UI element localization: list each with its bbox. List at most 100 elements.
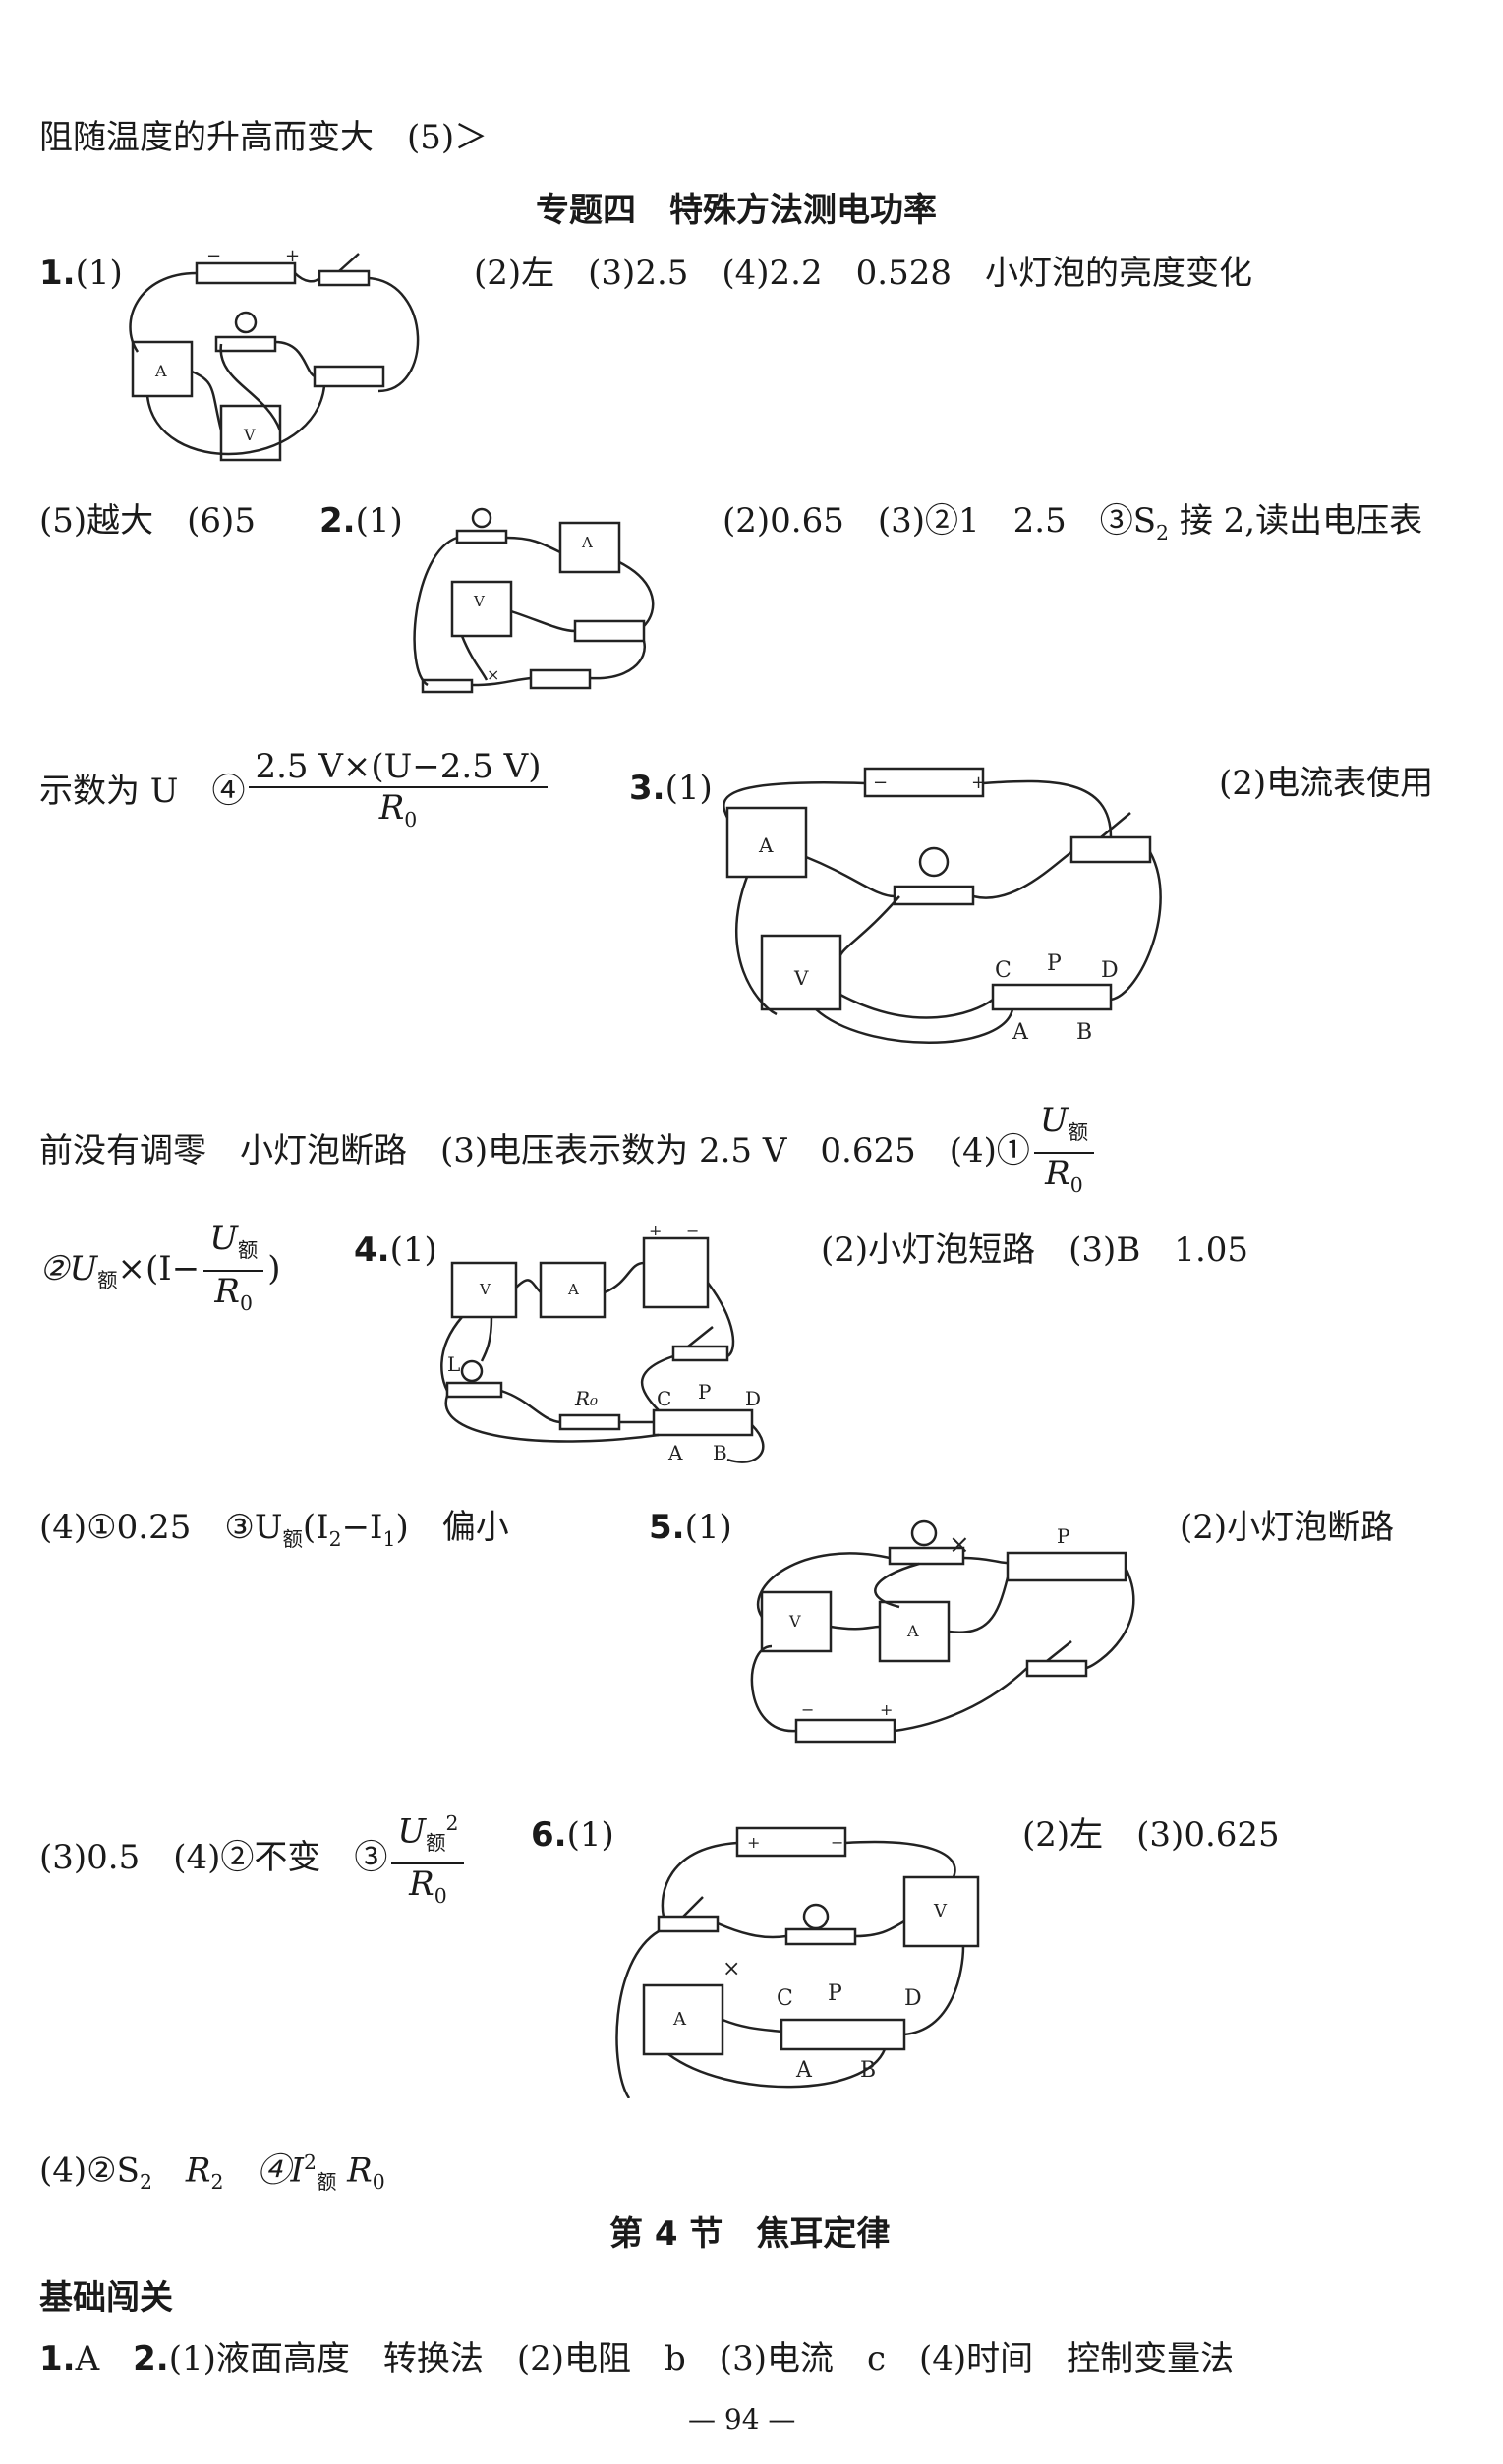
fig6-label-a: A	[795, 2058, 813, 2083]
last-line: 1.A 2.(1)液面高度 转换法 (2)电阻 b (3)电流 c (4)时间 …	[39, 2337, 1234, 2380]
q3-cont2-sub: 额	[97, 1268, 118, 1292]
q6-start: 6.(1)	[531, 1813, 614, 1857]
q2-answers: (2)0.65 (3)②1 2.5 ③S2 接 2,读出电压表	[723, 499, 1422, 554]
q3-start: 3.(1)	[629, 767, 713, 810]
fig5-minus-label: −	[801, 1700, 814, 1719]
q2-fraction: 2.5 V×(U−2.5 V)R0	[249, 747, 548, 839]
last-q2-answers: (1)液面高度 转换法 (2)电阻 b (3)电流 c (4)时间 控制变量法	[168, 2339, 1235, 2378]
fig6-voltmeter-label: V	[933, 1901, 948, 1921]
text-line-1: 阻随温度的升高而变大 (5)＞	[39, 118, 489, 157]
q1-start: 1.(1)	[39, 252, 123, 295]
q2-part1: (1)	[355, 501, 403, 541]
fig3-minus-label: −	[873, 773, 888, 793]
fig4-label-b: B	[713, 1441, 727, 1464]
q6-number: 6.	[531, 1815, 567, 1855]
fig2-cross-mark: ×	[487, 665, 499, 684]
fig5-label-p: P	[1057, 1524, 1069, 1548]
q3-frac1-den: R	[1045, 1153, 1070, 1193]
q6-cont-d: R	[347, 2150, 373, 2191]
fig6-label-d: D	[904, 1986, 922, 2011]
q1-part1: (1)	[75, 254, 123, 293]
q5-frac-den: R	[409, 1864, 434, 1905]
circuit-figure-2: A V ×	[403, 503, 683, 705]
fig6-plus-label: +	[747, 1833, 760, 1852]
q5-frac-den-sub: 0	[434, 1883, 447, 1908]
q3-number: 3.	[629, 769, 665, 808]
circuit-figure-5: × P V A − +	[742, 1509, 1135, 1754]
q6-cont-b-sub: 2	[210, 2170, 224, 2195]
fig5-voltmeter-label: V	[788, 1612, 801, 1631]
q6-continue: (4)②S2 R2 ④I2额 R0	[39, 2141, 385, 2204]
topic-heading: 专题四 特殊方法测电功率	[536, 191, 937, 230]
q2-number: 2.	[319, 501, 356, 541]
q6-cont-c-sup: 2	[303, 2150, 317, 2174]
fig6-cross-mark: ×	[723, 1957, 740, 1981]
q3-answers: (2)电流表使用	[1219, 764, 1434, 803]
q2-answers-b: 接 2,读出电压表	[1169, 501, 1423, 541]
fig3-label-a: A	[1012, 1020, 1029, 1045]
q3-frac2-num-sub: 额	[237, 1237, 259, 1262]
fig3-ammeter-label: A	[758, 833, 774, 857]
q2-answers-sub: 2	[1156, 520, 1170, 544]
fig5-cross-mark: ×	[949, 1530, 970, 1560]
q5-frac-num: U	[397, 1811, 427, 1852]
q2-fraction-den-sub: 0	[404, 807, 418, 831]
q6-cont-sub: 2	[139, 2170, 152, 2195]
q6-cont-b: R	[151, 2150, 211, 2191]
q5-number: 5.	[649, 1508, 685, 1547]
q6-cont-a: (4)②S	[39, 2150, 140, 2191]
circuit-diagram-1: − + A V	[129, 246, 420, 462]
fig6-label-c: C	[777, 1986, 793, 2011]
q3-frac2-num: U	[209, 1219, 238, 1258]
q5-part1: (1)	[684, 1508, 732, 1547]
fig4-label-a: A	[667, 1441, 683, 1464]
q3-part1: (1)	[665, 769, 713, 808]
q6-cont-d-sub: 0	[372, 2170, 385, 2195]
fig6-label-p: P	[828, 1981, 842, 2006]
circuit-figure-3: − + A V C P D A B	[718, 759, 1170, 1054]
page-number: — 94 —	[688, 2403, 796, 2435]
q3-frac2-den: R	[214, 1271, 241, 1311]
q2-answers-a: (2)0.65 (3)②1 2.5 ③S	[723, 501, 1157, 541]
q3-frac1-den-sub: 0	[1069, 1173, 1083, 1197]
q4-part1: (1)	[389, 1231, 437, 1270]
q5-continue-text: (3)0.5 (4)②不变 ③	[39, 1837, 388, 1877]
fig4-minus-label: −	[686, 1224, 699, 1239]
q3-cont2-b: ×(I−	[117, 1248, 201, 1289]
fig1-voltmeter-label: V	[243, 426, 256, 444]
fig4-label-d: D	[745, 1387, 761, 1410]
fig3-label-p: P	[1047, 951, 1062, 976]
q6-part1: (1)	[566, 1815, 614, 1855]
q4-cont-d: ) 偏小	[395, 1508, 509, 1547]
circuit-figure-6: + − × V A C P D A B	[609, 1813, 998, 2099]
subsection-heading: 基础闯关	[39, 2278, 173, 2318]
circuit-figure-4: V A + − L R₀ C P D A B	[433, 1221, 786, 1469]
fig3-label-c: C	[995, 958, 1012, 983]
last-q1-number: 1.	[39, 2339, 76, 2378]
q5-start: 5.(1)	[649, 1506, 732, 1549]
fig3-plus-label: +	[971, 773, 986, 793]
fig1-ammeter-label: A	[154, 362, 167, 380]
fig1-minus-label: −	[206, 246, 221, 266]
fig3-voltmeter-label: V	[793, 966, 809, 990]
section-heading: 第 4 节 焦耳定律	[609, 2214, 891, 2254]
q4-start: 4.(1)	[354, 1229, 437, 1272]
q3-cont2-a: ②U	[39, 1248, 98, 1289]
fig4-label-l: L	[447, 1352, 460, 1376]
last-q1-answer: A	[75, 2339, 134, 2378]
q4-cont-b: (I	[302, 1508, 329, 1547]
q1-answers: (2)左 (3)2.5 (4)2.2 0.528 小灯泡的亮度变化	[474, 254, 1252, 293]
q4-cont-c: −I	[341, 1508, 383, 1547]
fig2-ammeter-label: A	[581, 534, 593, 551]
fig4-voltmeter-label: V	[479, 1281, 491, 1298]
fig4-label-p: P	[698, 1380, 711, 1404]
q3-frac2-den-sub: 0	[240, 1290, 254, 1315]
q4-answers: (2)小灯泡短路 (3)B 1.05	[821, 1231, 1249, 1270]
q5-answers: (2)小灯泡断路	[1180, 1508, 1395, 1547]
fig2-voltmeter-label: V	[473, 593, 486, 610]
